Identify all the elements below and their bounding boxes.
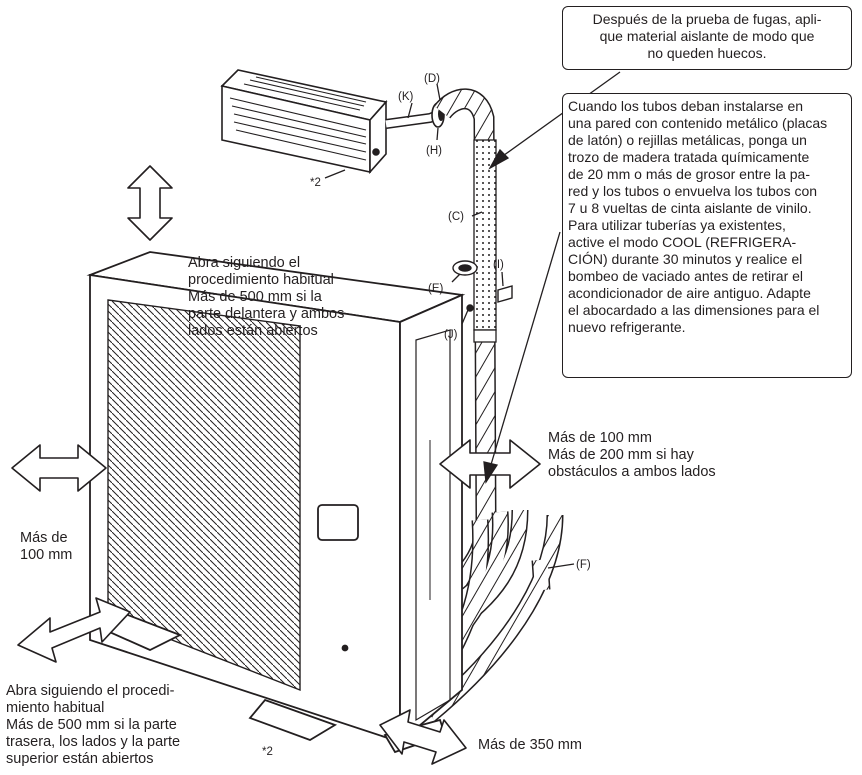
label-k: (K) [398, 91, 414, 103]
label-f: (F) [576, 559, 591, 571]
arrow-rear [17, 597, 131, 663]
handle-side [317, 504, 359, 541]
clearance-arrows [11, 165, 541, 765]
clearance-rear-text: Abra siguiendo el procedi- miento habitu… [6, 683, 181, 767]
clearance-left-text: Más de 100 mm [20, 530, 73, 563]
arrow-top [127, 165, 173, 241]
clearance-front-text: Más de 350 mm [478, 737, 582, 753]
clearance-top-text: Abra siguiendo el procedimiento habitual… [188, 255, 345, 339]
label-d: (D) [424, 73, 440, 85]
callout-metal-wall: Cuando los tubos deban instalarse en una… [562, 93, 852, 378]
arrow-left [11, 444, 107, 492]
indoor-piping [385, 102, 445, 129]
pipe-clamp [452, 260, 513, 312]
label-h: (H) [426, 145, 442, 157]
label-i: (I) [493, 259, 504, 271]
arrow-front [379, 709, 467, 765]
label-e: (E) [428, 283, 444, 295]
foot-front [248, 698, 338, 741]
label-c: (C) [448, 211, 464, 223]
leader-lines [324, 71, 621, 569]
indoor-unit [220, 69, 388, 175]
callout-insulation: Después de la prueba de fugas, apli- que… [562, 6, 852, 70]
note-indoor: *2 [310, 177, 321, 189]
clearance-right-text: Más de 100 mm Más de 200 mm si hay obstá… [548, 430, 716, 480]
label-j: (J) [444, 329, 458, 341]
outdoor-unit [86, 251, 466, 754]
note-outdoor: *2 [262, 746, 273, 758]
